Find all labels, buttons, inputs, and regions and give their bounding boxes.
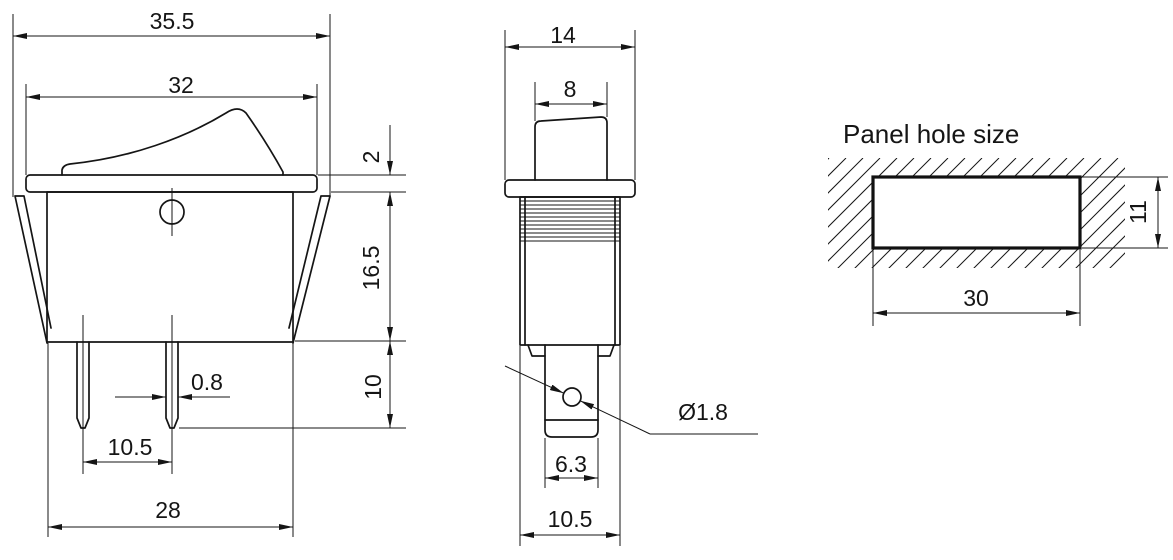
label-bezel-width: 32 (168, 72, 194, 98)
front-view-labels: 35.5 32 2 16.5 10 0.8 10.5 28 (108, 8, 386, 523)
hatch-line (828, 158, 830, 268)
terminal-hole (562, 387, 582, 407)
label-terminal-thickness: 0.8 (191, 369, 223, 395)
label-hole-width: 30 (963, 285, 989, 311)
panel-hole-view: Panel hole size 11 30 (700, 119, 1168, 326)
side-terminal (544, 344, 599, 438)
side-view-outline (504, 116, 636, 438)
hole-leader-lower (579, 400, 651, 435)
hatch-line (828, 158, 847, 268)
side-view-dimension-lines (504, 44, 758, 538)
left-bottom-tab (527, 344, 546, 357)
front-view-dimension-lines (13, 33, 393, 530)
hatch-line (1039, 158, 1125, 268)
label-side-body-depth: 10.5 (548, 506, 593, 532)
label-side-bezel-width: 14 (550, 22, 576, 48)
panel-hole-title: Panel hole size (843, 119, 1019, 149)
front-view-extension-lines (12, 14, 406, 537)
label-actuator-width: 8 (564, 76, 577, 102)
hatch-line (700, 158, 812, 270)
panel-dimension-lines (873, 177, 1161, 316)
front-view: 35.5 32 2 16.5 10 0.8 10.5 28 (12, 8, 406, 537)
label-terminal-spacing: 10.5 (108, 434, 153, 460)
right-snap-clip (288, 195, 331, 344)
rocker-actuator (61, 108, 284, 176)
label-body-height: 16.5 (358, 246, 384, 291)
label-overall-width: 35.5 (150, 8, 195, 34)
hole-leader-upper (504, 365, 565, 394)
left-snap-clip (14, 195, 52, 344)
side-actuator (534, 116, 608, 181)
hatch-line (1090, 158, 1125, 268)
hatch-line (828, 158, 881, 268)
right-bottom-tab (597, 344, 615, 357)
side-body (519, 196, 621, 346)
label-body-width: 28 (155, 497, 181, 523)
hatch-line (1073, 158, 1125, 268)
side-body-grip-lines (520, 200, 620, 242)
label-terminal-length: 10 (360, 374, 386, 400)
side-view-labels: 14 8 Ø1.8 6.3 10.5 (548, 22, 728, 532)
label-bezel-thickness: 2 (358, 151, 384, 164)
label-hole-height: 11 (1125, 200, 1151, 224)
label-hole-diameter: Ø1.8 (678, 399, 728, 425)
hatch-line (828, 158, 864, 268)
side-view: 14 8 Ø1.8 6.3 10.5 (504, 22, 758, 546)
panel-hole-cutout (871, 175, 1082, 250)
label-terminal-width: 6.3 (555, 451, 587, 477)
hatch-line (1056, 158, 1125, 268)
side-bezel (504, 179, 636, 198)
front-body (46, 191, 294, 343)
